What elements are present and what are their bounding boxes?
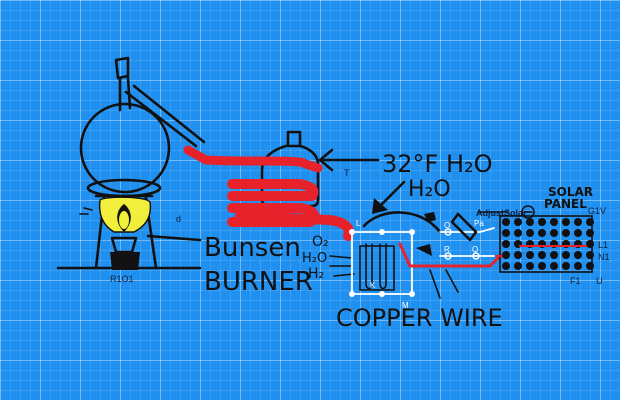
label-water-in: H₂O — [408, 177, 451, 202]
arrow-icon — [318, 148, 380, 172]
bunsen-pointer — [146, 234, 202, 242]
water-input-arrow — [372, 180, 406, 214]
solar-cell — [574, 262, 582, 270]
solar-cell — [586, 229, 594, 237]
solar-cell — [586, 240, 594, 248]
electrolysis-cell — [349, 229, 415, 297]
label-burner: BURNER — [204, 267, 313, 297]
label-h2o: H₂O — [302, 251, 327, 266]
label-n1: N1 — [598, 252, 610, 262]
solar-cell — [526, 229, 534, 237]
solar-cell — [562, 218, 570, 226]
cell-arc — [362, 211, 442, 234]
label-o2: O₂ — [312, 234, 329, 250]
label-panel: PANEL — [544, 197, 587, 211]
solar-cell — [514, 229, 522, 237]
flask-neck — [124, 90, 198, 148]
circuit-wires — [439, 227, 495, 260]
solar-cell — [538, 251, 546, 259]
label-copper-wire: COPPER WIRE — [336, 304, 503, 332]
copper-wire-path — [398, 242, 510, 268]
label-l1: L1 — [598, 240, 608, 250]
solar-cell — [502, 229, 510, 237]
label-solar: SOLAR — [548, 185, 593, 199]
label-adapter: AdjustSolar — [476, 208, 527, 218]
label-u: U — [596, 276, 603, 286]
solar-cell — [562, 262, 570, 270]
flame-icon — [79, 196, 152, 270]
solar-cell — [574, 251, 582, 259]
label-q: Q — [472, 245, 478, 254]
solar-cell — [502, 240, 510, 248]
solar-cell — [550, 251, 558, 259]
label-bunsen: Bunsen — [204, 233, 301, 263]
label-o: O — [444, 221, 450, 230]
solar-cell — [538, 262, 546, 270]
label-temp-water: 32°F H₂O — [382, 150, 493, 178]
switch-icon — [450, 211, 509, 242]
solar-panel — [499, 215, 594, 273]
label-m: M — [402, 301, 409, 310]
solar-cell — [550, 262, 558, 270]
solar-cell — [550, 229, 558, 237]
solar-cell — [562, 229, 570, 237]
solar-cell — [574, 229, 582, 237]
label-d-left: d — [176, 214, 181, 224]
solar-cell — [502, 262, 510, 270]
label-r: R — [444, 245, 450, 254]
label-l: L — [356, 219, 361, 228]
solar-cell — [526, 218, 534, 226]
solar-cell — [574, 218, 582, 226]
solar-cell — [526, 262, 534, 270]
solar-cell — [586, 251, 594, 259]
solar-cell — [538, 218, 546, 226]
solar-cell — [586, 262, 594, 270]
solar-cell — [502, 251, 510, 259]
solar-cell — [538, 229, 546, 237]
distillation-flask — [79, 56, 171, 198]
solar-cell — [526, 251, 534, 259]
label-g1v: G1V — [588, 206, 606, 216]
label-k: K — [370, 281, 376, 290]
solar-cell — [502, 218, 510, 226]
solar-cell — [562, 251, 570, 259]
condenser-coil — [183, 145, 354, 241]
label-pa: Pa — [474, 219, 484, 228]
label-f1: F1 — [570, 276, 581, 286]
ammeter-icon — [521, 205, 535, 219]
solar-cell — [514, 262, 522, 270]
solar-cell — [586, 218, 594, 226]
solar-cell — [514, 251, 522, 259]
solar-cell — [550, 218, 558, 226]
label-h2: H₂ — [308, 266, 324, 282]
label-t: T — [344, 168, 350, 178]
label-r101: R1O1 — [110, 274, 134, 284]
solar-cell — [514, 218, 522, 226]
